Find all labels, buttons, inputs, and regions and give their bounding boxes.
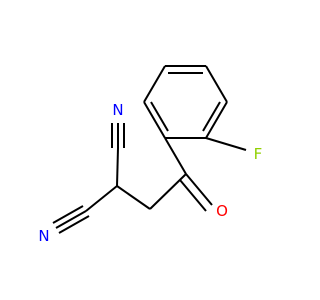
ring-bond-3 [205,101,228,139]
ch-nitrile-top-bond [116,147,119,187]
fluorine-atom-label: F [254,145,263,163]
carbonyl-bond-1 [185,173,213,206]
nitrile-left-triple-2 [52,205,84,224]
ring-inner-bond-3 [150,101,169,132]
nitrogen-top-atom-label: N [112,101,123,119]
nitrogen-left-atom-label: N [38,227,49,245]
ring-carbonyl-bond [164,137,187,175]
carbonyl-bond-2 [179,179,207,212]
ring-bond-2 [205,65,228,103]
ring-bond-6 [143,65,166,103]
benzene-ring [143,65,228,139]
carbon-fluorine-bond [227,102,248,138]
ring-bond-5 [143,101,166,139]
ch2-ch-bond [116,185,151,210]
molecule-structure-diagram: F O N N [38,65,263,245]
nitrile-left-triple-1 [55,210,87,229]
oxygen-atom-label: O [216,202,228,220]
carbonyl-ch2-bond [149,173,187,210]
ch-nitrile-left-bond [85,185,118,212]
carbon-fluorine-bond-visible [205,137,247,151]
nitrile-left-triple-3 [58,215,90,234]
ring-inner-bond-2 [202,101,221,132]
